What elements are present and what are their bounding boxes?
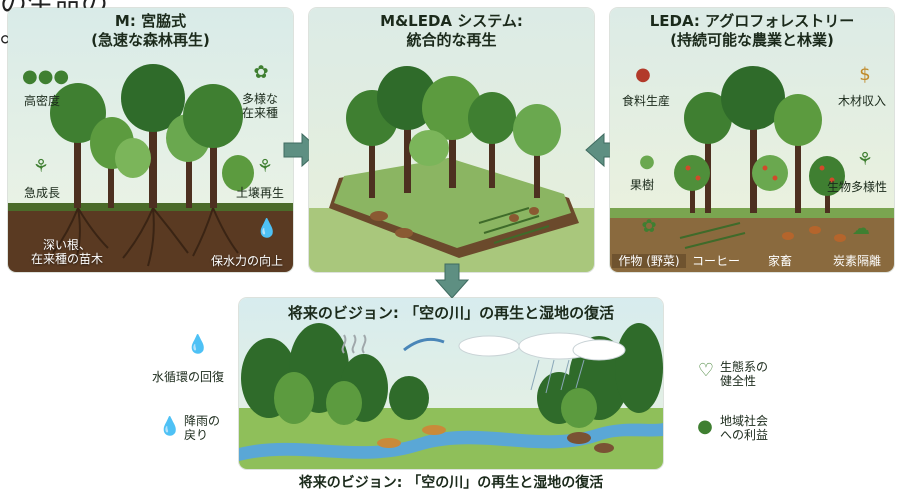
label-eco-health: 生態系の 健全性 <box>720 360 769 388</box>
label-timber: 木材収入 <box>837 94 886 108</box>
miyawaki-subtitle: (急速な森林再生) <box>91 31 210 49</box>
water-drop-icon: 💧 <box>255 218 279 239</box>
food-basket-icon: ● <box>635 64 651 85</box>
label-food: 食料生産 <box>621 94 670 108</box>
sprout-icon: ⚘ <box>856 149 874 170</box>
sprout-icon: ⚘ <box>32 156 50 177</box>
vision-illustration <box>239 298 663 469</box>
label-water-cycle: 水循環の回復 <box>152 370 225 384</box>
miyawaki-illustration <box>8 8 293 272</box>
carbon-cloud-icon: ☁ <box>852 218 870 239</box>
integrated-system-panel: M&LEDA システム: 統合的な再生 <box>309 8 594 272</box>
label-carbon: 炭素隔離 <box>832 254 881 268</box>
fruit-icon: ● <box>639 151 655 172</box>
hand-sprout-icon: ⚘ <box>256 156 274 177</box>
heart-icon: ♡ <box>697 360 715 381</box>
bottom-caption: 将来のビジョン: 「空の川」の再生と湿地の復活 <box>298 475 604 491</box>
leda-panel: LEDA: アグロフォレストリー (持続可能な農業と林業) ● 食料生産 $ 木… <box>610 8 894 272</box>
label-native-species: 多様な 在来種 <box>241 92 278 120</box>
integrated-title: M&LEDA システム: <box>380 12 523 30</box>
vision-panel: 将来のビジョン: 「空の川」の再生と湿地の復活 <box>239 298 663 469</box>
label-rain-return: 降雨の 戻り <box>184 414 221 442</box>
leda-title: LEDA: アグロフォレストリー <box>649 12 855 30</box>
vegetable-icon: ✿ <box>641 216 657 237</box>
label-biodiversity: 生物多様性 <box>826 180 887 194</box>
vision-title: 将来のビジョン: 「空の川」の再生と湿地の復活 <box>287 304 615 322</box>
leda-subtitle: (持続可能な農業と林業) <box>670 31 834 49</box>
label-soil-regen: 土壌再生 <box>235 186 284 200</box>
label-high-density: 高密度 <box>23 94 60 108</box>
integrated-subtitle: 統合的な再生 <box>406 31 497 49</box>
label-community: 地域社会 への利益 <box>720 414 769 442</box>
integrated-illustration <box>309 8 594 272</box>
arrow-down <box>434 263 470 299</box>
money-bag-icon: $ <box>859 64 871 85</box>
label-coffee: コーヒー <box>691 254 740 268</box>
leaf-icon: ✿ <box>253 62 269 83</box>
community-icon: ● <box>697 416 713 437</box>
leda-illustration <box>610 8 894 272</box>
label-crops: 作物 (野菜) <box>612 254 686 268</box>
people-group-icon: ●●● <box>22 66 70 87</box>
label-water-retention: 保水力の向上 <box>210 254 283 268</box>
water-drop-icon: 💧 <box>186 334 210 355</box>
label-deep-roots: 深い根、 在来種の苗木 <box>30 238 103 266</box>
label-fast-growth: 急成長 <box>23 186 60 200</box>
label-livestock: 家畜 <box>767 254 792 268</box>
miyawaki-panel: M: 宮脇式 (急速な森林再生) ●●● 高密度 ✿ 多様な 在来種 ⚘ 急成長… <box>8 8 293 272</box>
miyawaki-title: M: 宮脇式 <box>114 12 187 30</box>
raindrops-icon: 💧 <box>158 416 182 437</box>
label-fruit: 果樹 <box>629 178 654 192</box>
